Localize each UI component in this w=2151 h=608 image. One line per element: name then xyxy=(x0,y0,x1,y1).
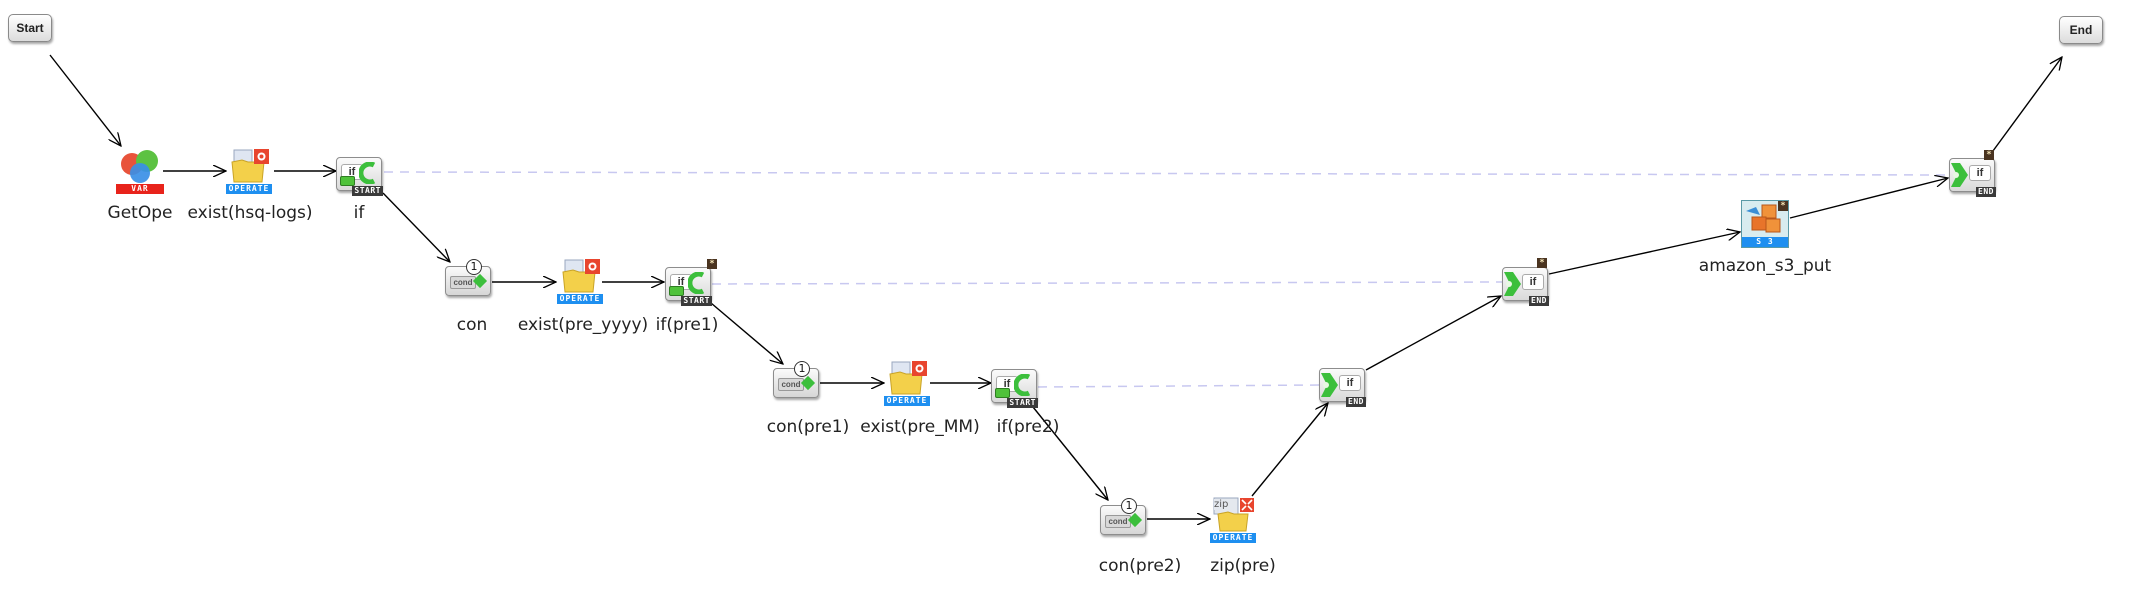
priority-badge: 1 xyxy=(794,361,810,377)
label-exist-pre-mm: exist(pre_MM) xyxy=(860,417,980,437)
zip-text: zip xyxy=(1214,499,1236,510)
edge-zip-ifpre2end xyxy=(1251,403,1328,497)
loop-arrow-icon xyxy=(1014,374,1031,396)
asterisk-icon: * xyxy=(1537,258,1547,268)
start-tag: START xyxy=(681,296,712,306)
label-if-pre2: if(pre2) xyxy=(996,417,1060,437)
end-tag: END xyxy=(1976,187,1996,197)
node-con-pre2[interactable]: cond 1 xyxy=(1100,498,1146,535)
node-if-pre1-end[interactable]: if END xyxy=(1502,267,1549,306)
loop-arrow-icon xyxy=(359,162,376,184)
label-zip-pre: zip(pre) xyxy=(1210,556,1276,576)
node-getope[interactable]: VAR xyxy=(116,148,164,194)
folder-operate-icon xyxy=(231,149,269,183)
label-con: con xyxy=(456,315,488,335)
node-zip-pre[interactable]: zip OPERATE xyxy=(1210,497,1256,543)
label-exist-pre-yyyy: exist(pre_yyyy) xyxy=(517,315,649,335)
label-getope: GetOpe xyxy=(107,203,173,223)
node-exist-hsq-logs[interactable]: OPERATE xyxy=(226,148,272,194)
cond-text: cond xyxy=(450,276,476,289)
var-badge: VAR xyxy=(116,184,164,194)
start-node[interactable]: Start xyxy=(8,14,52,42)
label-if-pre1: if(pre1) xyxy=(655,315,719,335)
edge-ifpre1end-s3 xyxy=(1548,232,1740,275)
label-con-pre2: con(pre2) xyxy=(1098,556,1182,576)
edge-s3-ifend xyxy=(1789,178,1948,219)
start-tag: START xyxy=(1007,398,1038,408)
if-pre2-pair-link xyxy=(1037,384,1320,388)
asterisk-icon: * xyxy=(707,259,717,269)
cond-text: cond xyxy=(1105,515,1131,528)
node-if-start[interactable]: if START xyxy=(336,157,383,196)
green-indicator-icon xyxy=(340,176,355,186)
if-text: if xyxy=(1339,375,1361,391)
green-indicator-icon xyxy=(995,388,1010,398)
merge-arrow-icon xyxy=(1321,373,1338,397)
priority-badge: 1 xyxy=(1121,498,1137,514)
if-pre1-pair-link xyxy=(711,281,1503,285)
edge-ifpre1-conpre1 xyxy=(710,302,783,364)
end-tag: END xyxy=(1346,397,1366,407)
operate-badge: OPERATE xyxy=(557,294,603,304)
s3-badge: S 3 xyxy=(1742,237,1788,247)
node-if-pre1-start[interactable]: if START xyxy=(665,267,712,306)
operate-badge: OPERATE xyxy=(226,184,272,194)
if-pair-link xyxy=(383,171,1949,176)
edge-start-getope xyxy=(49,54,121,146)
label-if: if xyxy=(353,203,365,223)
node-if-pre2-end[interactable]: if END xyxy=(1319,368,1366,407)
edge-ifend-end xyxy=(1989,57,2062,156)
node-if-end[interactable]: if END xyxy=(1949,158,1996,197)
if-text: if xyxy=(1522,274,1544,290)
node-exist-pre-mm[interactable]: OPERATE xyxy=(884,360,930,406)
label-con-pre1: con(pre1) xyxy=(766,417,850,437)
merge-arrow-icon xyxy=(1951,163,1968,187)
label-exist-hsq-logs: exist(hsq-logs) xyxy=(187,203,313,223)
green-indicator-icon xyxy=(669,286,684,296)
loop-arrow-icon xyxy=(688,272,705,294)
node-exist-pre-yyyy[interactable]: OPERATE xyxy=(557,258,603,304)
label-amazon-s3-put: amazon_s3_put xyxy=(1698,256,1832,276)
end-tag: END xyxy=(1529,296,1549,306)
s3-boxes-icon xyxy=(1746,204,1781,233)
asterisk-icon: * xyxy=(1984,150,1994,160)
node-if-pre2-start[interactable]: if START xyxy=(991,369,1038,408)
operate-badge: OPERATE xyxy=(1210,533,1256,543)
edge-ifpre2-conpre2 xyxy=(1032,406,1108,500)
cond-text: cond xyxy=(778,378,804,391)
folder-operate-icon xyxy=(889,361,927,395)
if-text: if xyxy=(1969,165,1991,181)
var-icon xyxy=(121,150,158,183)
merge-arrow-icon xyxy=(1504,272,1521,296)
end-node[interactable]: End xyxy=(2059,16,2103,44)
priority-badge: 1 xyxy=(466,259,482,275)
start-tag: START xyxy=(352,186,383,196)
operate-badge: OPERATE xyxy=(884,396,930,406)
node-con[interactable]: cond 1 xyxy=(445,259,491,296)
asterisk-icon: * xyxy=(1778,201,1788,211)
edge-if-con xyxy=(382,192,450,262)
edge-ifpre2end-ifpre1end xyxy=(1365,296,1501,371)
folder-operate-icon xyxy=(562,259,600,293)
node-con-pre1[interactable]: cond 1 xyxy=(773,361,819,398)
